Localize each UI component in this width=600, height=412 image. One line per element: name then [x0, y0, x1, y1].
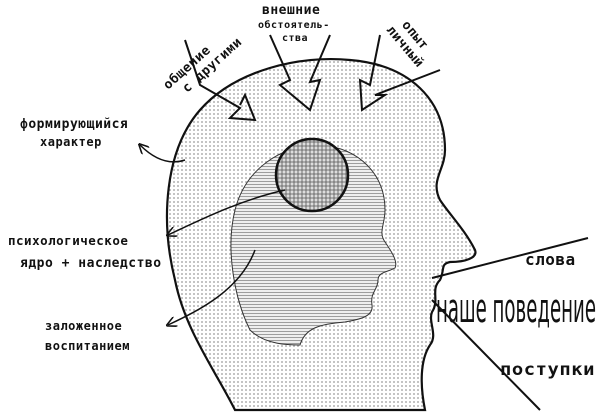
- label-line: характер: [40, 135, 102, 149]
- label-line: ства: [282, 33, 308, 44]
- pointer-upbringing: [168, 249, 256, 325]
- label-upbringing: заложенное воспитанием: [45, 319, 130, 353]
- speech-cone: [431, 237, 589, 411]
- speech-behavior: наше поведение: [436, 286, 596, 332]
- label-experience: личный опыт: [383, 18, 431, 71]
- label-line: внешние: [262, 3, 320, 18]
- inner-head: [230, 144, 397, 346]
- pointer-core: [168, 189, 286, 235]
- label-circumstances: внешние обстоятель- ства: [258, 3, 330, 44]
- pointer-character: [140, 145, 186, 163]
- label-line: ядро + наследство: [20, 256, 162, 271]
- core-circle: [274, 137, 350, 213]
- label-line: обстоятель-: [258, 19, 330, 31]
- label-line: заложенное: [45, 319, 122, 333]
- label-line: формирующийся: [20, 117, 128, 132]
- label-core: психологическое ядро + наследство: [8, 233, 162, 271]
- speech-deeds: поступки: [500, 360, 595, 380]
- arrow-experience: [358, 34, 441, 112]
- arrow-circumstances: [269, 34, 331, 112]
- label-line: воспитанием: [45, 339, 130, 353]
- speech-words: слова: [525, 250, 576, 269]
- arrow-communication: [184, 39, 257, 122]
- label-forming-character: формирующийся характер: [20, 117, 128, 149]
- speech-output: слова наше поведение поступки: [436, 250, 596, 380]
- label-line: психологическое: [8, 233, 128, 248]
